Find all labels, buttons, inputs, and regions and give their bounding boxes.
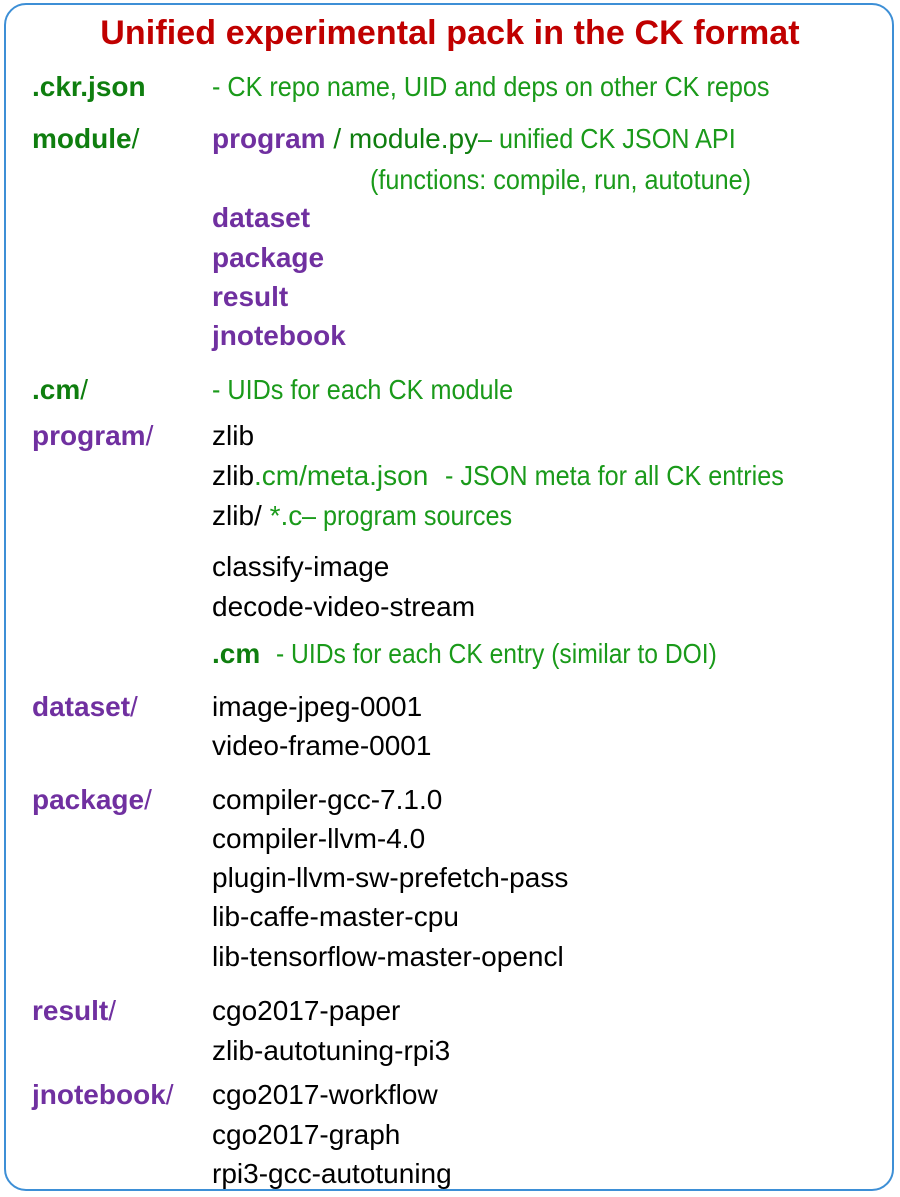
module-dir-label: module/ — [32, 123, 140, 154]
jnotebook-item: cgo2017-workflow — [212, 1079, 438, 1110]
program-sources-desc: – program sources — [302, 500, 513, 531]
ckr-json-label: .ckr.json — [32, 71, 146, 102]
entry-cm-label: .cm — [212, 638, 261, 669]
entry-cm-desc: - UIDs for each CK entry (similar to DOI… — [276, 638, 718, 669]
package-item: lib-tensorflow-master-opencl — [212, 941, 564, 972]
module-item-dataset: dataset — [212, 202, 311, 233]
jnotebook-item: rpi3-gcc-autotuning — [212, 1158, 452, 1189]
result-dir-label: result/ — [32, 995, 117, 1026]
entry-cm-line: .cm - UIDs for each CK entry (similar to … — [212, 637, 777, 671]
content-frame — [4, 3, 894, 1191]
dataset-item: image-jpeg-0001 — [212, 691, 423, 722]
program-item-zlib: zlib — [212, 420, 255, 451]
result-item: cgo2017-paper — [212, 995, 401, 1026]
cm-dir-desc: - UIDs for each CK module — [212, 374, 514, 405]
package-item: plugin-llvm-sw-prefetch-pass — [212, 862, 569, 893]
result-item: zlib-autotuning-rpi3 — [212, 1035, 451, 1066]
module-functions-desc: (functions: compile, run, autotune) — [370, 164, 752, 195]
package-item: compiler-llvm-4.0 — [212, 823, 426, 854]
cm-dir-label: .cm/ — [32, 374, 89, 405]
package-item: compiler-gcc-7.1.0 — [212, 784, 443, 815]
program-dir-label: program/ — [32, 420, 154, 451]
module-item-package: package — [212, 242, 325, 273]
jnotebook-item: cgo2017-graph — [212, 1119, 401, 1150]
program-item-classify-image: classify-image — [212, 551, 390, 582]
package-dir-label: package/ — [32, 784, 152, 815]
jnotebook-dir-label: jnotebook/ — [32, 1079, 174, 1110]
program-sources-line: zlib/ *.c – program sources — [212, 500, 513, 531]
module-item-result: result — [212, 281, 289, 312]
module-program-name: program — [212, 123, 326, 154]
module-py-file: module.py — [348, 123, 479, 154]
program-item-decode-video-stream: decode-video-stream — [212, 591, 476, 622]
module-program-line: program / module.py – unified CK JSON AP… — [212, 123, 736, 154]
module-item-jnotebook: jnotebook — [212, 320, 346, 351]
dataset-dir-label: dataset/ — [32, 691, 138, 722]
meta-json-desc: - JSON meta for all CK entries — [445, 460, 785, 491]
module-py-desc: – unified CK JSON API — [478, 123, 736, 154]
ckr-json-desc: - CK repo name, UID and deps on other CK… — [212, 71, 770, 102]
package-item: lib-caffe-master-cpu — [212, 901, 459, 932]
page-title: Unified experimental pack in the CK form… — [100, 14, 800, 52]
meta-json-path: .cm/meta.json — [254, 460, 429, 491]
program-meta-line: zlib.cm/meta.json- JSON meta for all CK … — [212, 460, 785, 491]
dataset-item: video-frame-0001 — [212, 730, 432, 761]
